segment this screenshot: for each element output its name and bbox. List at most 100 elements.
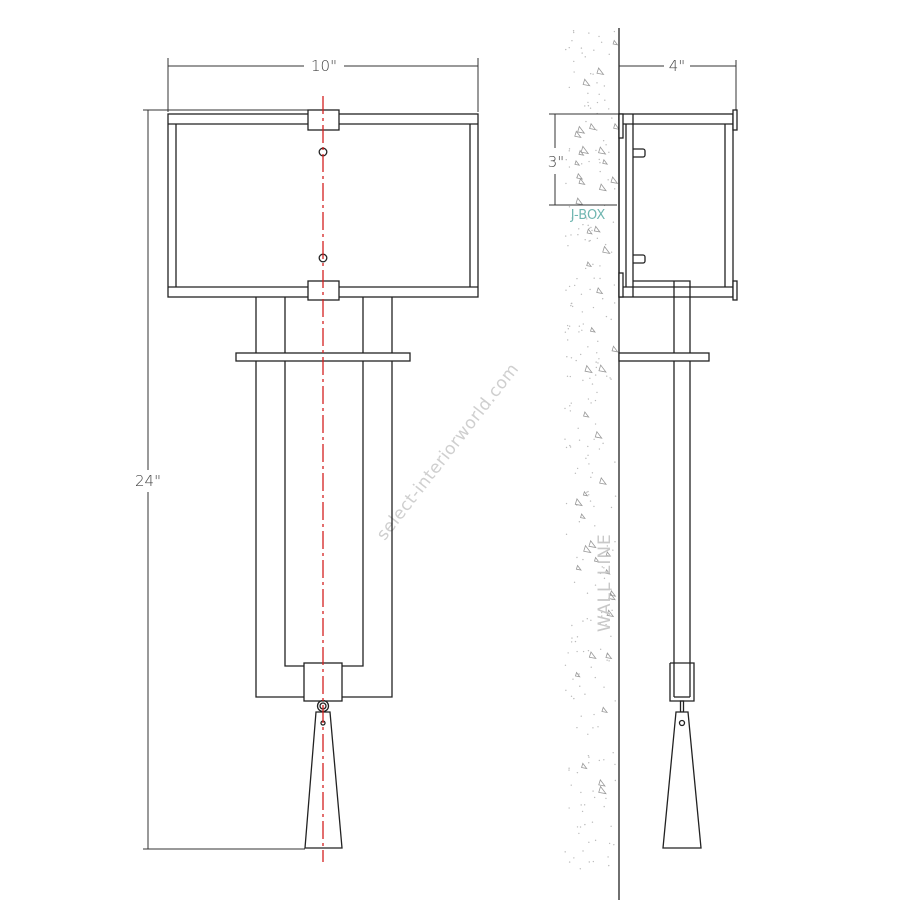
- stipple-dot: [580, 47, 583, 49]
- stipple-aggregate: [588, 539, 597, 549]
- stipple-dot: [579, 826, 582, 828]
- stipple-dot: [586, 618, 588, 620]
- stipple-dot: [585, 120, 587, 123]
- stipple-dot: [599, 170, 601, 173]
- stipple-dot: [565, 48, 567, 51]
- stipple-aggregate: [582, 78, 591, 87]
- stipple-dot: [591, 229, 593, 232]
- stipple-dot: [569, 444, 571, 447]
- stipple-aggregate: [602, 158, 609, 165]
- stipple-dot: [588, 494, 590, 496]
- stipple-dot: [567, 328, 570, 330]
- stipple-dot: [599, 648, 602, 650]
- stipple-dot: [590, 476, 592, 479]
- stipple-dot: [578, 521, 581, 523]
- stipple-dot: [593, 210, 596, 212]
- stipple-aggregate: [613, 122, 621, 130]
- stipple-aggregate: [596, 286, 604, 295]
- stipple-aggregate: [598, 364, 607, 373]
- stipple-dot: [579, 353, 582, 356]
- front-view: 10" 24": [135, 57, 479, 862]
- stipple-dot: [610, 588, 612, 590]
- stipple-dot: [578, 325, 581, 327]
- stipple-dot: [606, 659, 608, 661]
- stipple-aggregate: [605, 652, 613, 660]
- stipple-dot: [570, 695, 573, 697]
- stipple-aggregate: [609, 590, 617, 597]
- stipple-dot: [601, 298, 604, 300]
- stipple-dot: [605, 623, 607, 626]
- stipple-dot: [599, 265, 601, 267]
- stipple-aggregate: [578, 149, 585, 156]
- stipple-dot: [572, 678, 574, 680]
- stipple-dot: [613, 284, 616, 286]
- stipple-dot: [568, 861, 571, 863]
- stipple-dot: [606, 545, 609, 547]
- stipple-dot: [593, 49, 595, 51]
- stipple-dot: [587, 92, 589, 95]
- stipple-dot: [565, 502, 568, 505]
- stipple-aggregate: [588, 651, 597, 660]
- stipple-dot: [564, 664, 567, 666]
- stipple-dot: [574, 472, 577, 474]
- stipple-dot: [588, 861, 590, 863]
- stipple-aggregate: [574, 130, 582, 138]
- stipple-dot: [565, 289, 567, 291]
- stipple-dot: [599, 277, 601, 280]
- stipple-dot: [588, 240, 590, 242]
- stipple-aggregate: [583, 544, 592, 554]
- stipple-dot: [582, 558, 584, 561]
- stipple-dot: [576, 636, 579, 638]
- stipple-dot: [607, 179, 609, 181]
- stipple-dot: [581, 52, 583, 54]
- stipple-dot: [594, 525, 596, 527]
- stipple-dot: [570, 641, 573, 643]
- stipple-dot: [594, 423, 597, 425]
- watermark: select-interiorworld.com: [373, 360, 524, 545]
- stipple-aggregate: [581, 762, 588, 770]
- stipple-aggregate: [598, 146, 607, 155]
- stipple-dot: [610, 318, 612, 321]
- stipple-aggregate: [574, 671, 581, 678]
- stipple-aggregate: [584, 364, 593, 374]
- stipple-dot: [582, 323, 584, 325]
- stipple-dot: [584, 239, 586, 241]
- stipple-dot: [578, 439, 581, 441]
- stipple-dot: [571, 302, 573, 305]
- stipple-dot: [579, 685, 581, 687]
- stipple-dot: [566, 339, 569, 341]
- stipple-aggregate: [575, 197, 584, 206]
- stipple-dot: [598, 358, 600, 360]
- stipple-dot: [604, 243, 607, 246]
- stipple-dot: [576, 771, 579, 774]
- stipple-dot: [568, 807, 570, 809]
- stipple-dot: [596, 129, 598, 131]
- stipple-dot: [568, 86, 571, 89]
- stipple-dot: [571, 637, 573, 639]
- stipple-aggregate: [598, 183, 607, 192]
- stipple-dot: [567, 244, 569, 247]
- stipple-dot: [569, 446, 572, 448]
- stipple-aggregate: [580, 145, 590, 155]
- stipple-dot: [598, 759, 601, 762]
- stipple-dot: [595, 361, 597, 363]
- stipple-aggregate: [608, 592, 616, 601]
- side-stem: [618, 280, 710, 713]
- stipple-dot: [566, 324, 569, 327]
- stipple-dot: [589, 288, 591, 291]
- stipple-dot: [568, 767, 570, 769]
- stipple-dot: [586, 491, 588, 493]
- stipple-dot: [592, 306, 595, 309]
- stipple-dot: [599, 572, 602, 575]
- stipple-dot: [597, 362, 599, 364]
- stipple-dot: [586, 592, 589, 594]
- stipple-dot: [589, 107, 592, 109]
- stipple-dot: [576, 277, 578, 280]
- stipple-dot: [564, 851, 566, 853]
- stipple-dot: [614, 541, 616, 543]
- stipple-dot: [565, 446, 568, 449]
- stipple-dot: [568, 148, 571, 150]
- stipple-dot: [587, 649, 590, 652]
- stipple-dot: [612, 221, 615, 223]
